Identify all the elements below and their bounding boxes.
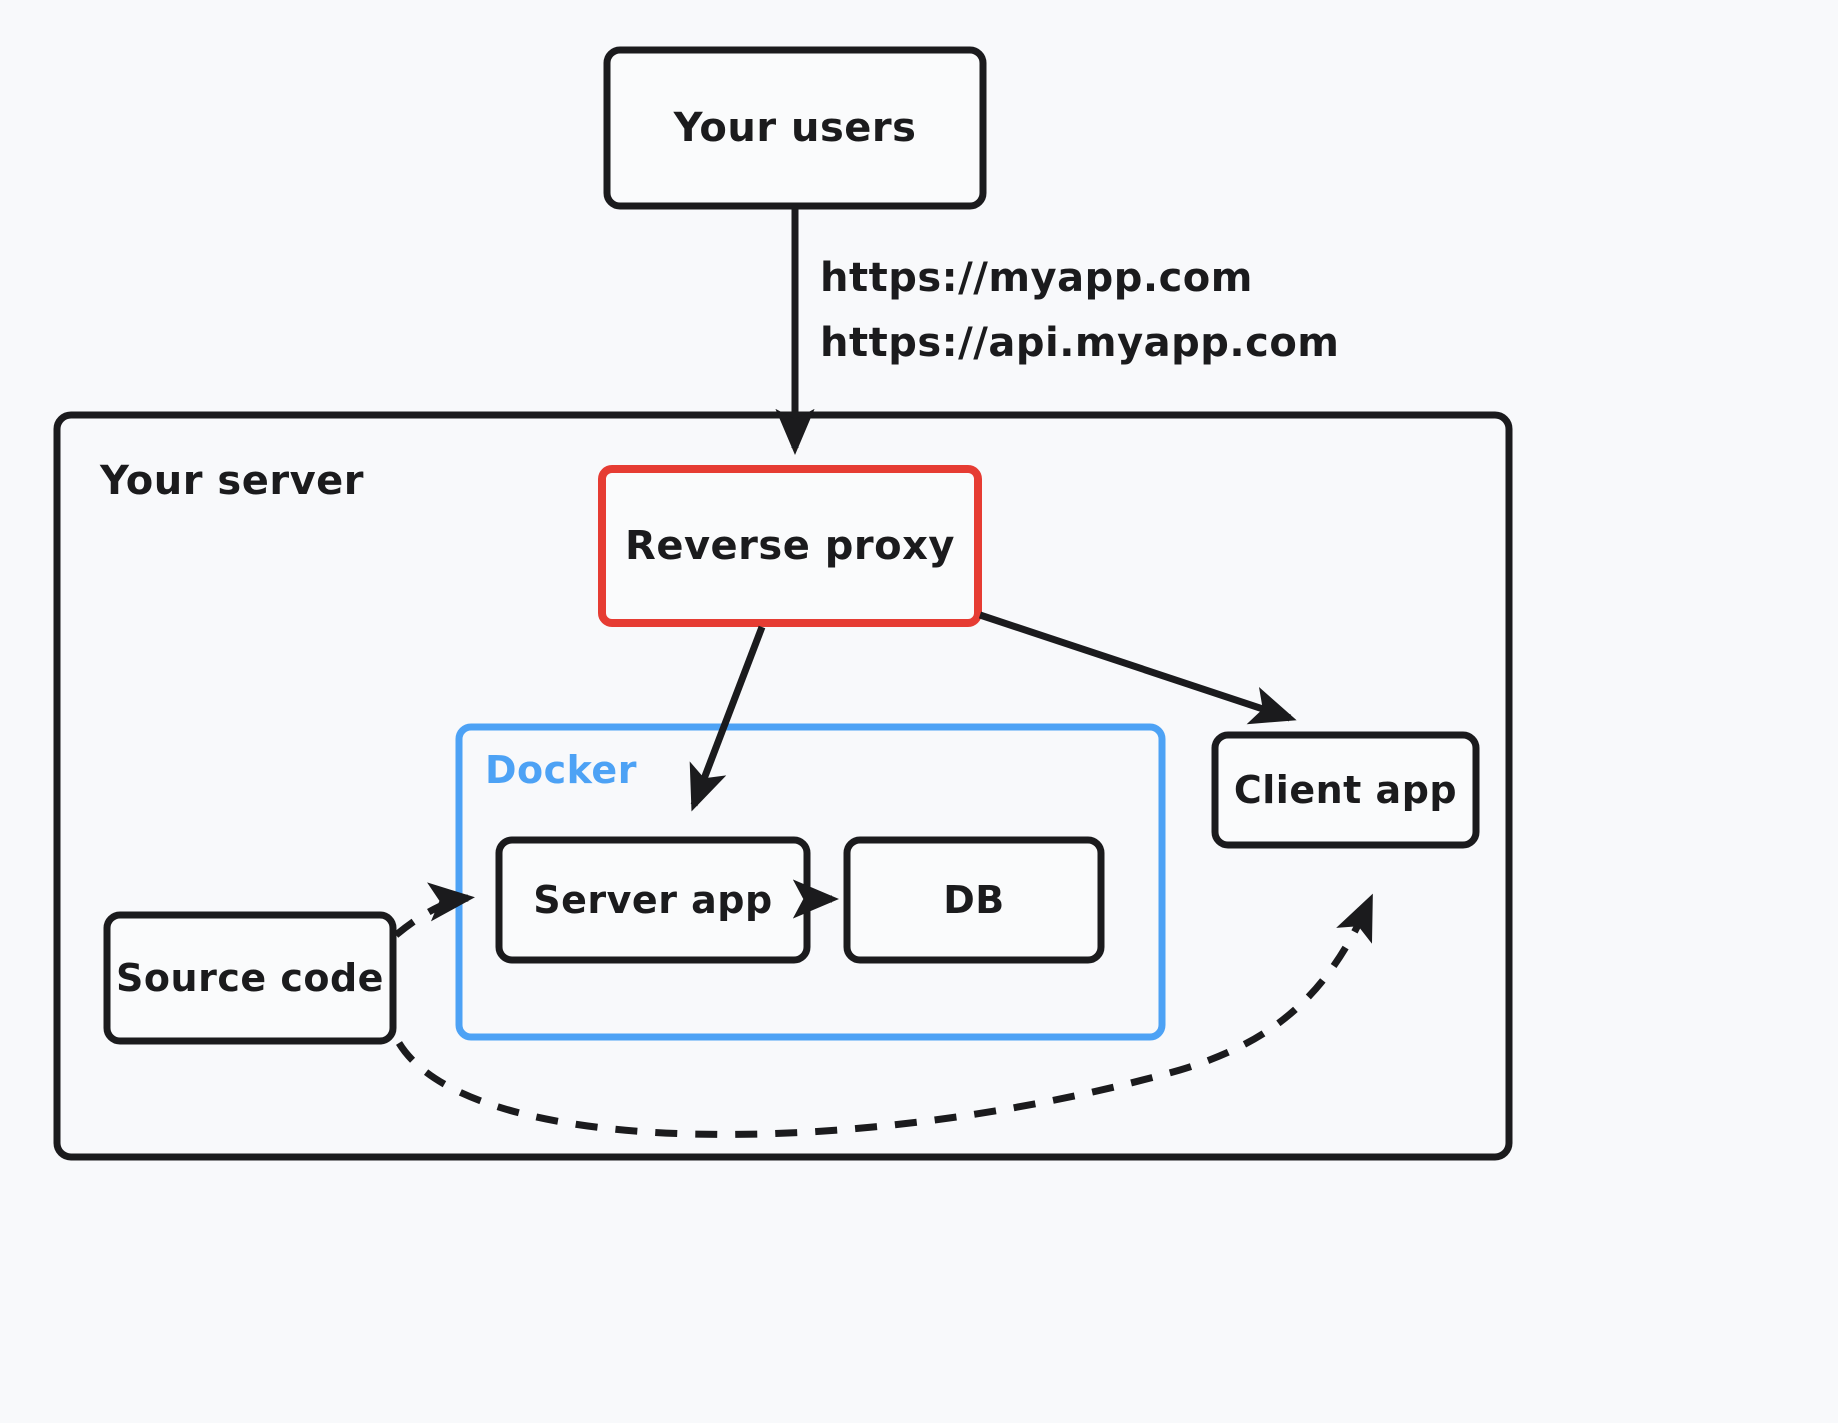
edge-reverseproxy-to-clientapp (978, 611, 1297, 725)
node-box-serverapp[interactable] (495, 836, 811, 964)
edge-reverseproxy-to-serverapp (689, 625, 766, 812)
edge-sourcecode-to-serverapp (393, 882, 475, 938)
node-box-sourcecode[interactable] (103, 911, 397, 1045)
node-box-reverseproxy[interactable] (598, 465, 982, 627)
node-box-db[interactable] (843, 836, 1105, 964)
edge-sourcecode-to-clientapp (396, 893, 1374, 1138)
group-docker (455, 723, 1166, 1041)
node-box-users[interactable] (603, 46, 987, 210)
node-box-clientapp[interactable] (1211, 731, 1480, 849)
